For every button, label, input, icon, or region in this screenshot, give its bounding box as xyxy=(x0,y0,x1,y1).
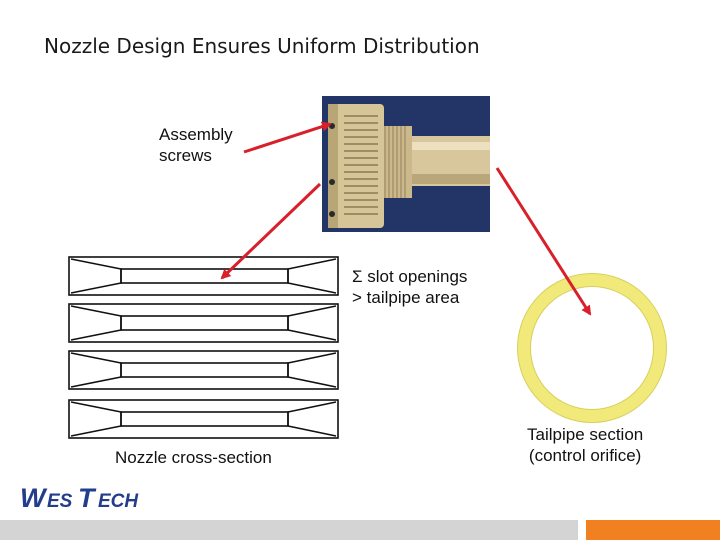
arrow-slot-openings xyxy=(220,182,322,280)
slide-title: Nozzle Design Ensures Uniform Distributi… xyxy=(44,34,480,58)
nozzle-plate xyxy=(68,303,339,343)
logo-letter-t: T xyxy=(78,483,97,512)
logo-letters-es: ES xyxy=(47,491,73,512)
logo-letters-ech: ECH xyxy=(98,491,139,512)
footer-orange-bar xyxy=(586,520,720,540)
westech-logo: W ES T ECH xyxy=(20,483,139,512)
nozzle-cross-section xyxy=(68,256,339,439)
arrow-tailpipe xyxy=(495,167,592,316)
slot-openings-label: Σ slot openings > tailpipe area xyxy=(352,267,468,307)
footer-gray-bar xyxy=(0,520,578,540)
nozzle-photo xyxy=(322,96,490,232)
tailpipe-ring xyxy=(517,273,667,423)
tailpipe-section-label: Tailpipe section (control orifice) xyxy=(527,425,644,465)
nozzle-cross-section-label: Nozzle cross-section xyxy=(115,448,272,467)
nozzle-plate xyxy=(68,399,339,439)
nozzle-plate xyxy=(68,350,339,390)
assembly-screws-label: Assembly screws xyxy=(159,125,233,165)
nozzle-plate xyxy=(68,256,339,296)
logo-letter-w: W xyxy=(20,483,48,512)
arrow-assembly-screws xyxy=(243,121,332,154)
